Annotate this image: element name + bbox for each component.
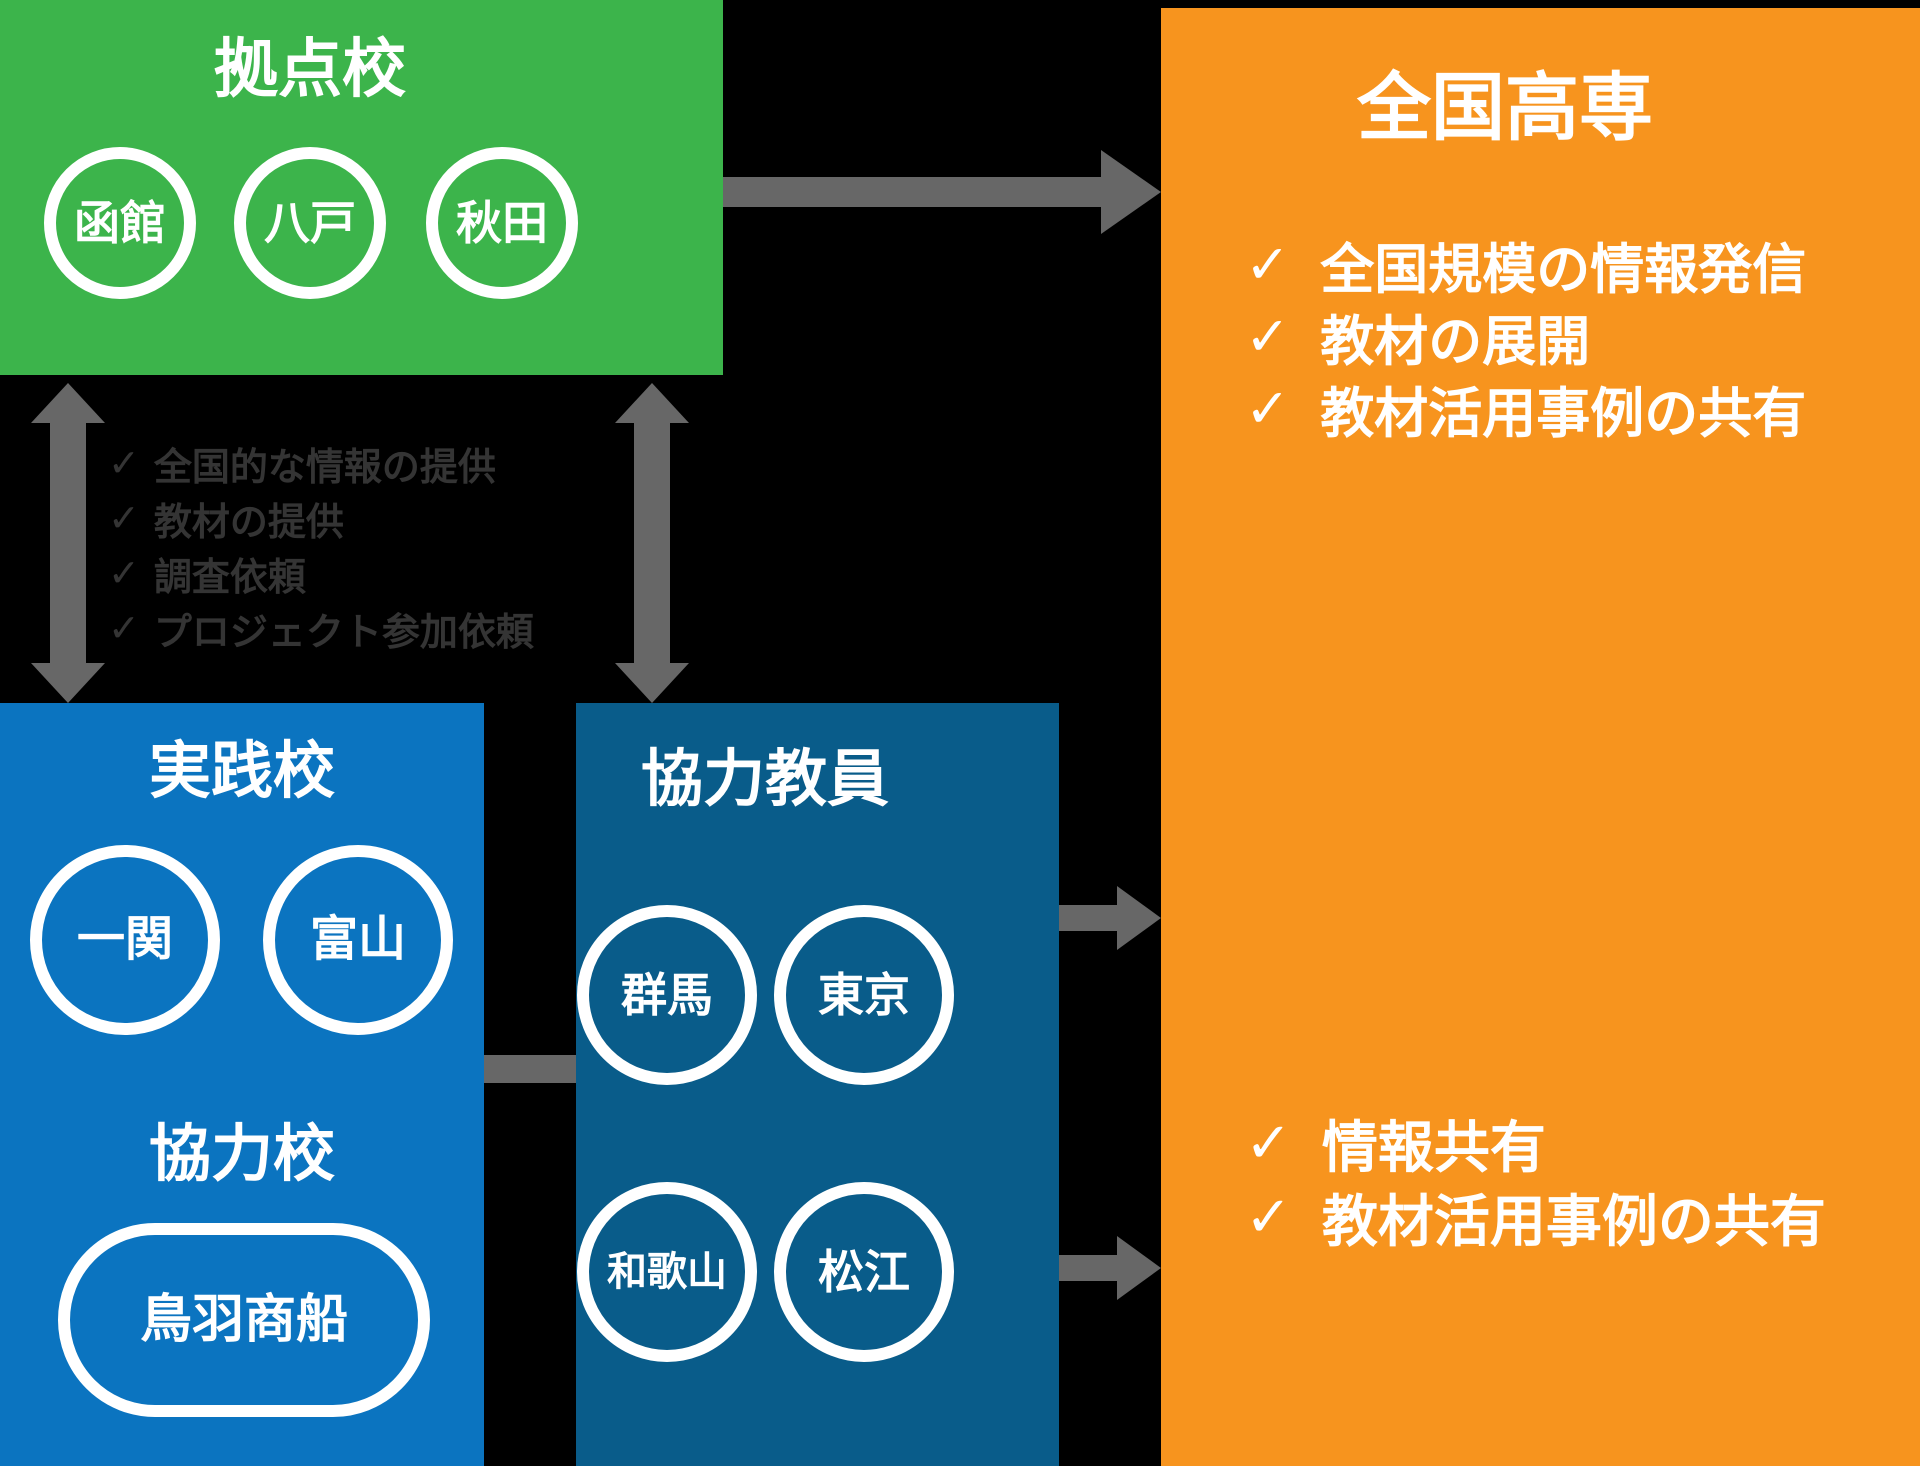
arrow-shaft [1059,1255,1117,1281]
zenkoku-checklist-top: ✓ 全国規模の情報発信 ✓ 教材の展開 ✓ 教材活用事例の共有 [1245,228,1806,444]
checklist-item: ✓ プロジェクト参加依頼 [108,601,534,656]
kyoryokuko-pill-toba: 鳥羽商船 [58,1223,430,1417]
zenkoku-title: 全国高専 [1357,66,1653,149]
jissen-circle-toyama-label: 富山 [309,913,406,966]
kyoten-circle-hakodate: 函館 [44,147,196,299]
kyoten-title: 拠点校 [214,33,406,105]
arrow-head-up-icon [615,383,689,423]
arrow-shaft [723,177,1101,207]
arrow-head-down-icon [31,663,105,703]
arrow-shaft [634,419,670,667]
zenkoku-checklist-bottom: ✓ 情報共有 ✓ 教材活用事例の共有 [1245,1106,1826,1254]
jissen-circle-ichinoseki-label: 一関 [76,913,173,966]
check-icon: ✓ [1245,378,1291,439]
kyoten-circle-hakodate-label: 函館 [74,197,166,249]
checklist-item-label: 教材の提供 [153,502,344,544]
checklist-item: ✓ 教材の展開 [1245,300,1806,372]
checklist-item-label: 全国規模の情報発信 [1320,239,1807,300]
checklist-item: ✓ 教材活用事例の共有 [1245,1180,1826,1254]
checklist-item-label: 調査依頼 [153,557,306,599]
checklist-item: ✓ 全国規模の情報発信 [1245,228,1806,300]
kyoten-circle-hachinohe-label: 八戸 [264,197,356,249]
check-icon: ✓ [108,498,140,540]
kyoryoku-kyoin-box: 協力教員 群馬 東京 和歌山 松江 [576,703,1059,1466]
arrow-shaft [50,419,86,667]
kyoryokuko-title: 協力校 [148,1120,336,1189]
kyoin-circle-tokyo-label: 東京 [818,969,910,1021]
arrow-shaft [1059,905,1117,931]
checklist-item-label: 教材活用事例の共有 [1321,1189,1826,1253]
jissen-circle-ichinoseki: 一関 [30,845,220,1035]
arrow-head-up-icon [31,383,105,423]
checklist-item: ✓ 教材活用事例の共有 [1245,372,1806,444]
checklist-item: ✓ 全国的な情報の提供 [108,436,534,491]
checklist-item-label: 情報共有 [1321,1115,1546,1179]
check-icon: ✓ [1245,306,1291,367]
kyoin-circle-matsue: 松江 [774,1182,954,1362]
checklist-item-label: 教材活用事例の共有 [1320,383,1807,444]
kyoryokuko-pill-toba-label: 鳥羽商船 [139,1291,348,1349]
kyoin-circle-wakayama-label: 和歌山 [607,1250,727,1294]
kyoin-circle-tokyo: 東京 [774,905,954,1085]
kyoin-circle-matsue-label: 松江 [818,1246,910,1298]
kyoten-circle-akita: 秋田 [426,147,578,299]
check-icon: ✓ [1245,1111,1292,1174]
jissen-circle-toyama: 富山 [263,845,453,1035]
arrow-head-down-icon [615,663,689,703]
jissen-box: 実践校 一関 富山 協力校 鳥羽商船 [0,703,484,1466]
kyoin-circle-wakayama: 和歌山 [577,1182,757,1362]
relay-checklist: ✓ 全国的な情報の提供 ✓ 教材の提供 ✓ 調査依頼 ✓ プロジェクト参加依頼 [108,436,534,656]
kyoin-circle-gunma: 群馬 [577,905,757,1085]
zenkoku-box: 全国高専 ✓ 全国規模の情報発信 ✓ 教材の展開 ✓ 教材活用事例の共有 ✓ 情… [1161,8,1920,1466]
kyoten-circle-hachinohe: 八戸 [234,147,386,299]
kyoten-circle-akita-label: 秋田 [456,197,548,249]
check-icon: ✓ [1245,1185,1292,1248]
kyoten-box: 拠点校 函館 八戸 秋田 [0,0,723,375]
check-icon: ✓ [1245,234,1291,295]
checklist-item: ✓ 情報共有 [1245,1106,1826,1180]
check-icon: ✓ [108,553,140,595]
checklist-item-label: プロジェクト参加依頼 [153,612,534,654]
checklist-item: ✓ 教材の提供 [108,491,534,546]
jissen-title: 実践校 [148,737,336,806]
checklist-item: ✓ 調査依頼 [108,546,534,601]
check-icon: ✓ [108,443,140,485]
kyoin-circle-gunma-label: 群馬 [621,969,713,1021]
arrow-head-right-icon [1101,150,1161,234]
check-icon: ✓ [108,608,140,650]
connector-jissen-kyoin [484,1055,576,1083]
arrow-head-right-icon [1117,1236,1161,1300]
checklist-item-label: 全国的な情報の提供 [153,447,496,489]
kyoryoku-kyoin-title: 協力教員 [640,745,890,814]
checklist-item-label: 教材の展開 [1320,311,1591,372]
arrow-head-right-icon [1117,886,1161,950]
